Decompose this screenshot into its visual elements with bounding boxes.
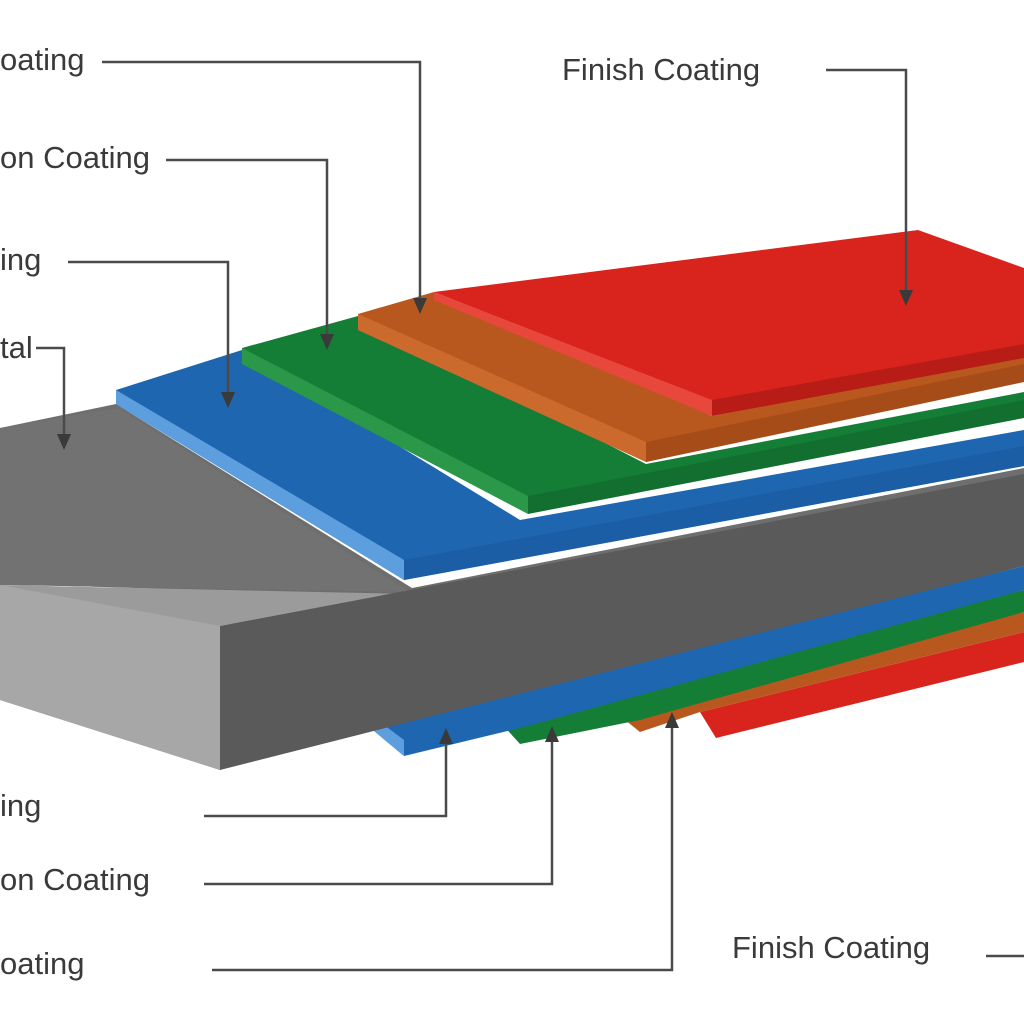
base-metal-front-face	[220, 474, 1024, 770]
bottom-finish-layer	[700, 632, 1024, 738]
bottom-primer-layer	[620, 612, 1024, 732]
base-metal-plate	[0, 404, 1024, 770]
arrow-top-finish	[899, 290, 913, 306]
top-pretreatment-edge	[242, 348, 528, 514]
top-finish-front	[712, 344, 1024, 416]
top-pretreatment-front	[528, 400, 1024, 514]
label-bottom-1: ing	[0, 788, 41, 823]
top-passivation-edge	[116, 390, 404, 580]
leader-top-2	[166, 158, 329, 336]
top-finish-layer	[434, 230, 1024, 402]
top-primer-front	[646, 364, 1024, 462]
arrow-bottom-2	[545, 726, 559, 742]
arrow-top-1	[413, 298, 427, 314]
leader-bottom-3	[212, 726, 674, 972]
labels: oating on Coating ing tal Finish Coating…	[0, 42, 930, 981]
arrow-top-4	[57, 434, 71, 450]
label-top-4: tal	[0, 330, 33, 365]
label-bottom-3: oating	[0, 946, 84, 981]
leader-bottom-2	[204, 740, 554, 886]
leader-top-finish	[826, 68, 908, 292]
bottom-layers	[368, 566, 1024, 756]
top-leaders	[36, 60, 913, 450]
arrow-top-3	[221, 392, 235, 408]
base-metal-top-face	[0, 408, 410, 592]
label-top-3: ing	[0, 242, 41, 277]
bottom-pretreatment-layer	[500, 590, 1024, 744]
leader-bottom-1	[204, 742, 448, 818]
bottom-leaders	[204, 712, 1024, 972]
leader-top-3	[68, 260, 230, 394]
label-bottom-finish: Finish Coating	[732, 930, 930, 965]
label-top-2: on Coating	[0, 140, 150, 175]
arrow-bottom-3	[665, 712, 679, 728]
arrow-top-2	[320, 334, 334, 350]
top-finish-edge	[434, 292, 712, 416]
label-top-finish: Finish Coating	[562, 52, 760, 87]
base-metal-left-face-shade	[0, 585, 220, 770]
leader-top-4	[36, 346, 66, 436]
top-passivation-front	[404, 446, 1024, 580]
label-bottom-2: on Coating	[0, 862, 150, 897]
bottom-passivation-layer	[368, 566, 1024, 756]
label-top-1: oating	[0, 42, 84, 77]
top-passivation-layer	[116, 350, 1024, 580]
arrow-bottom-1	[439, 728, 453, 744]
top-primer-edge	[358, 314, 646, 462]
top-layers	[116, 230, 1024, 580]
leader-top-1	[102, 60, 422, 300]
bottom-passivation-edge	[368, 722, 404, 756]
